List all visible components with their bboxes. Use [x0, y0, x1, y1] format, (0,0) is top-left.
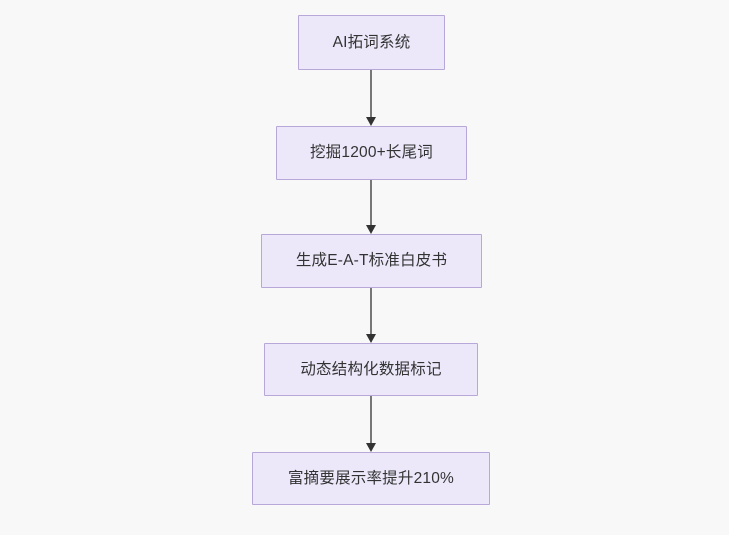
flow-edge	[366, 396, 376, 452]
flow-edge	[366, 70, 376, 126]
flow-node-label: 富摘要展示率提升210%	[287, 469, 455, 487]
flow-node-n5[interactable]: 富摘要展示率提升210%	[252, 452, 490, 505]
flow-node-n4[interactable]: 动态结构化数据标记	[264, 343, 478, 396]
flow-node-label: AI拓词系统	[332, 33, 411, 51]
edge-arrowhead-icon	[366, 334, 376, 343]
flow-node-n1[interactable]: AI拓词系统	[298, 15, 445, 70]
flow-node-label: 生成E-A-T标准白皮书	[295, 252, 448, 270]
edge-arrowhead-icon	[366, 225, 376, 234]
flow-node-n2[interactable]: 挖掘1200+长尾词	[276, 126, 467, 180]
flow-edge	[366, 180, 376, 234]
flow-node-label: 动态结构化数据标记	[300, 360, 442, 378]
flow-node-n3[interactable]: 生成E-A-T标准白皮书	[261, 234, 482, 288]
flow-node-label: 挖掘1200+长尾词	[309, 144, 434, 162]
edge-arrowhead-icon	[366, 117, 376, 126]
edge-arrowhead-icon	[366, 443, 376, 452]
flow-edge	[366, 288, 376, 343]
